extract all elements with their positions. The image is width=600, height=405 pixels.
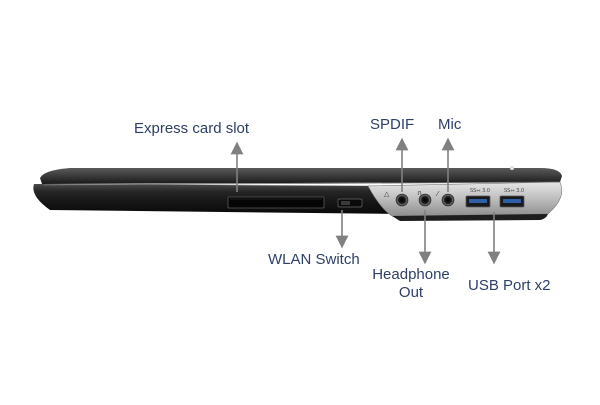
usb-right-mark: SS⇔ 3.0 — [504, 188, 524, 194]
usb-port-right — [499, 195, 525, 208]
mic-jack — [441, 193, 455, 207]
spdif-label: SPDIF — [370, 116, 415, 133]
spdif-glyph-icon: △ — [384, 190, 390, 198]
silver-port-panel — [367, 181, 563, 217]
mic-label: Mic — [438, 116, 462, 133]
headphone-glyph-icon: ∩ — [417, 189, 422, 197]
spdif-jack — [395, 193, 409, 207]
headphone-out-label-line2: Out — [398, 284, 424, 301]
usb-left-mark: SS⇔ 3.0 — [470, 188, 490, 194]
wlan-switch-label: WLAN Switch — [268, 251, 360, 268]
headphone-jack — [418, 193, 432, 207]
headphone-out-label-line1: Headphone — [372, 266, 450, 283]
status-led — [510, 166, 514, 170]
usb-port-left — [465, 195, 491, 208]
headphone-out-label: Headphone Out — [370, 266, 452, 302]
express-card-slot — [227, 196, 325, 209]
mic-glyph-icon: ⁄ — [435, 190, 440, 198]
laptop-lid — [40, 168, 562, 184]
usb-ports-label: USB Port x2 — [468, 277, 551, 294]
express-card-slot-label: Express card slot — [134, 120, 250, 137]
